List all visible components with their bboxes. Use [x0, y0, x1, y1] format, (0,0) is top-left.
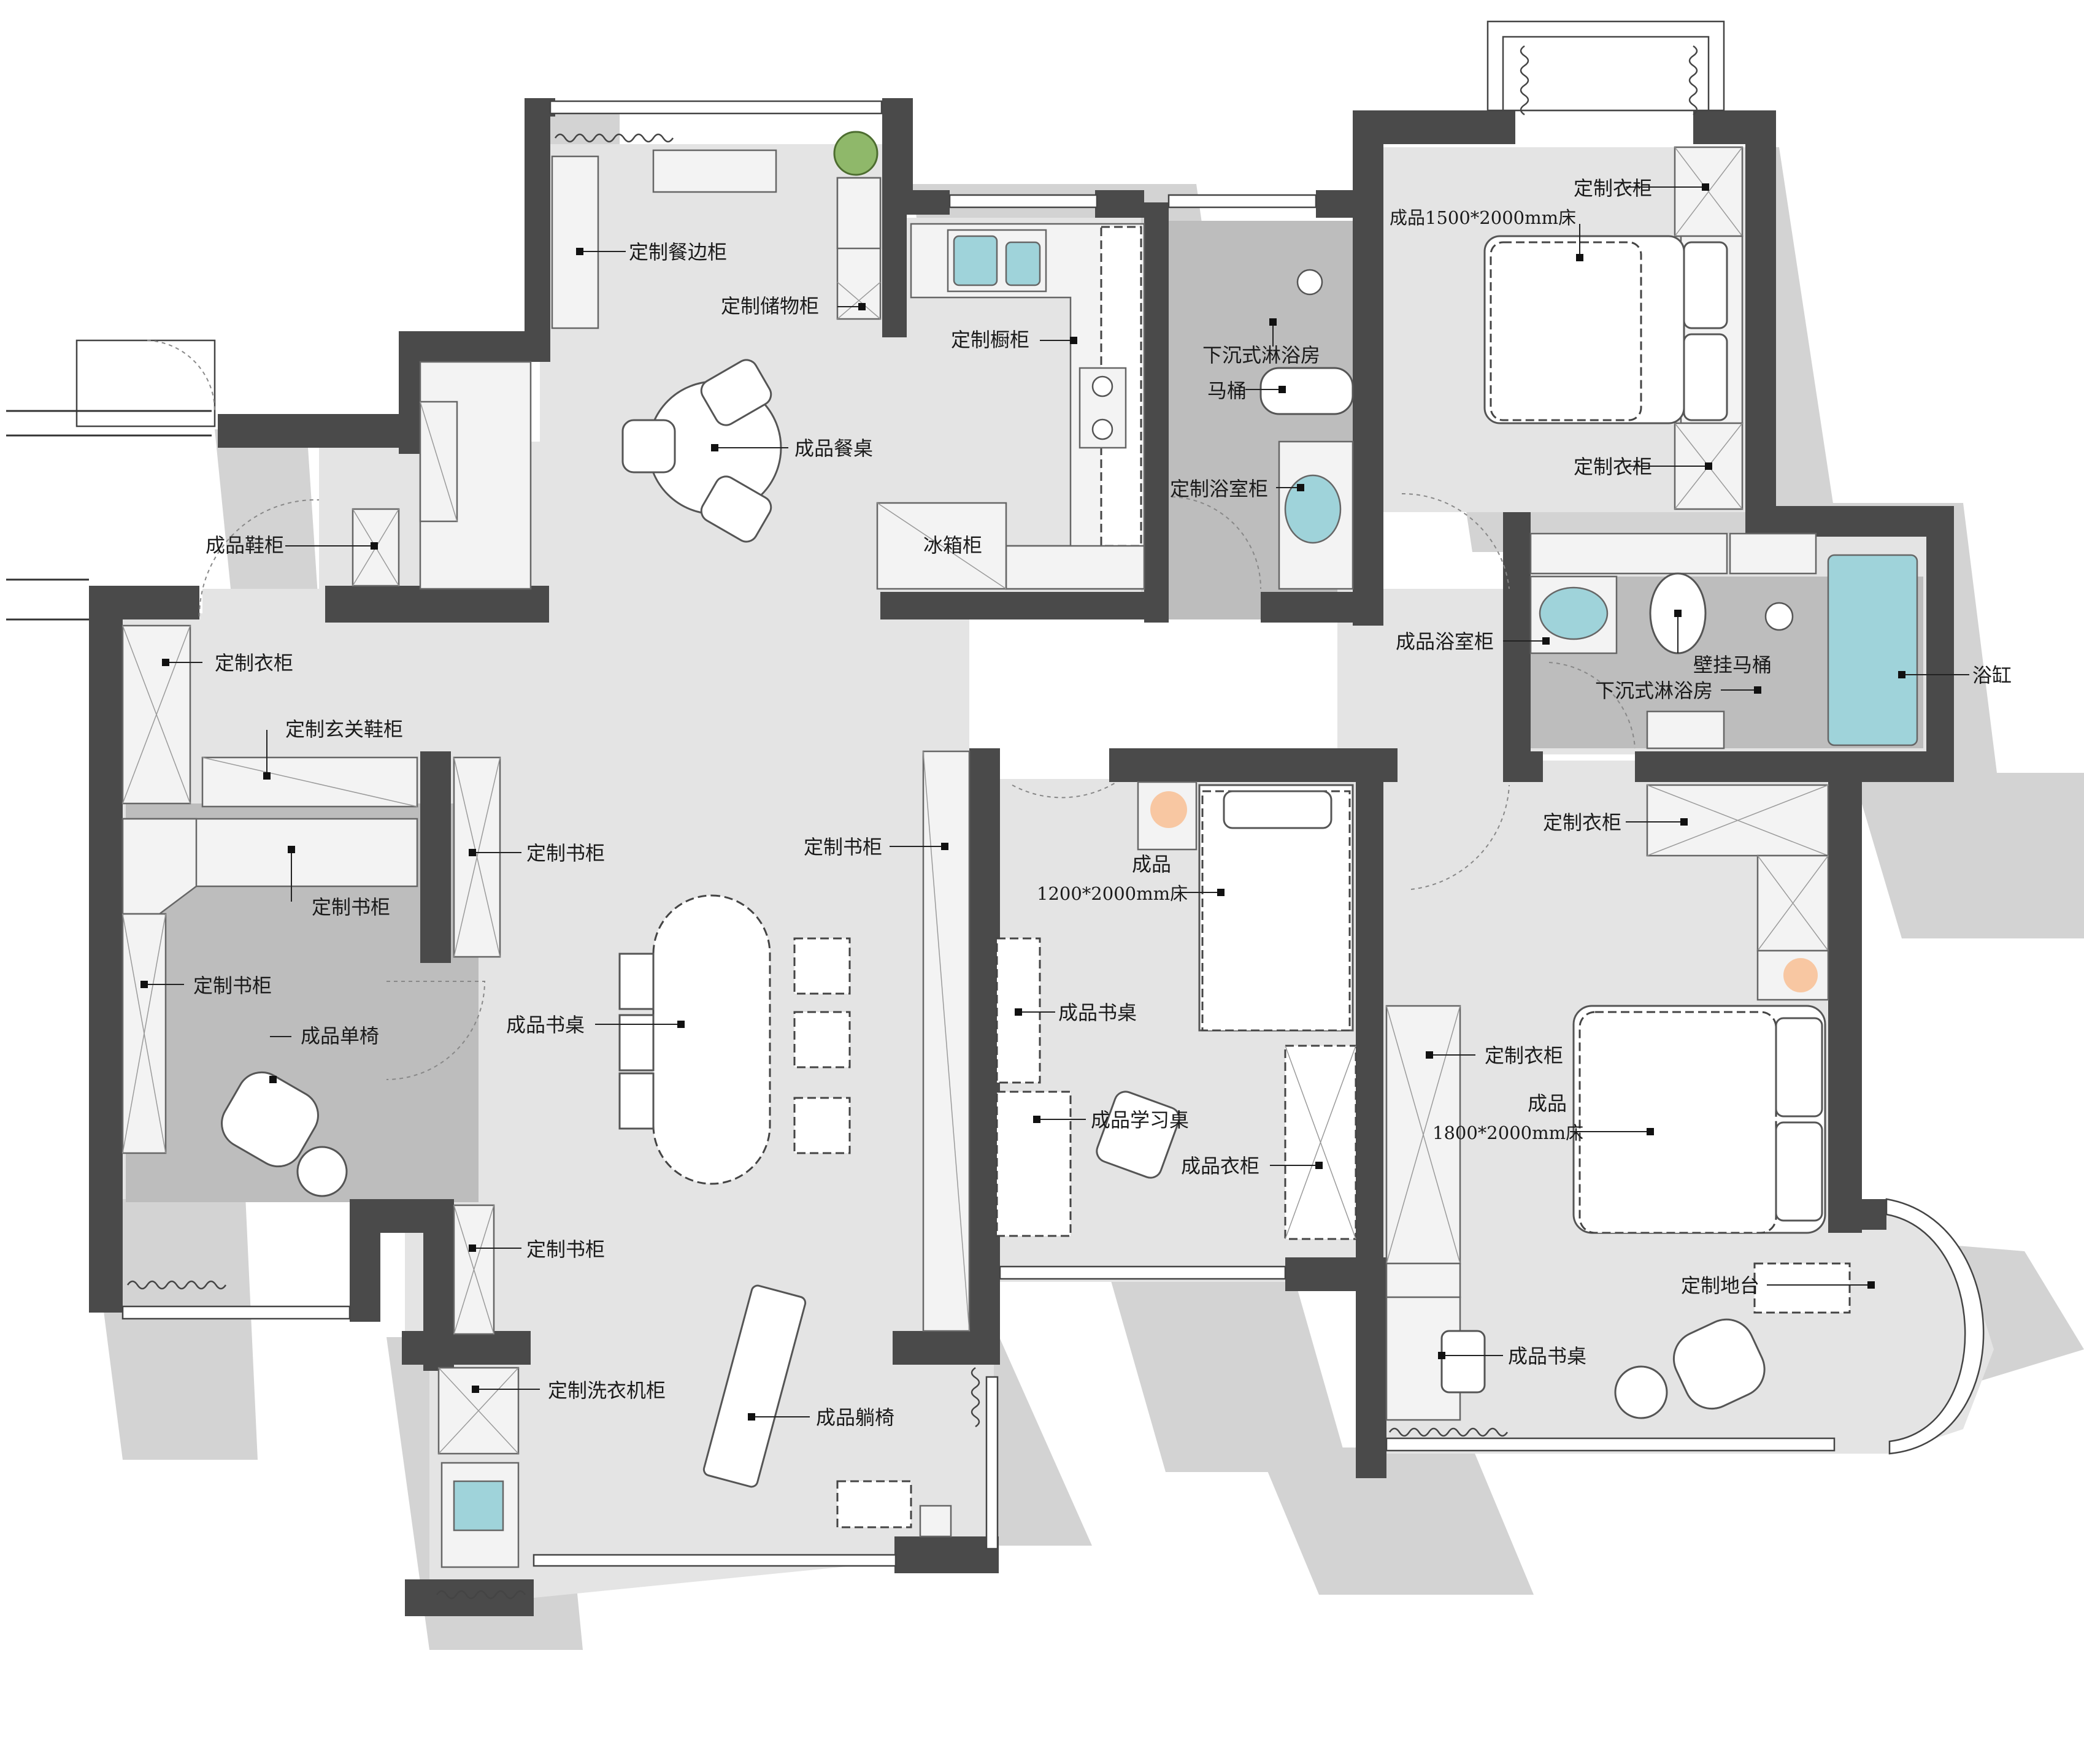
label-sunken-shower-1: 下沉式淋浴房 [1202, 343, 1320, 367]
sink-icon [1284, 474, 1342, 544]
light-fixture-icon [1783, 958, 1818, 992]
doors [6, 339, 1636, 1080]
shower-head-icon [1296, 269, 1323, 296]
lounge-chair-icon [702, 1284, 807, 1488]
desk-long-icon [652, 894, 771, 1185]
label-sideboard: 定制餐边柜 [629, 240, 727, 264]
curtain-icon [1388, 1427, 1509, 1437]
curtain-icon [971, 1367, 980, 1428]
label-bookcase-study-top: 定制书柜 [312, 895, 390, 919]
label-entry-shoe-cabinet: 定制玄关鞋柜 [285, 718, 403, 741]
label-storage: 定制储物柜 [721, 294, 819, 318]
label-desk-kid: 成品书桌 [1058, 1001, 1137, 1024]
toilet-icon [1259, 367, 1354, 415]
door-swing-icon [386, 981, 486, 1080]
label-shoe-cabinet: 成品鞋柜 [206, 534, 284, 557]
single-chair-icon [221, 1071, 319, 1168]
door-swing-icon [1401, 493, 1510, 589]
label-fridge-cabinet: 冰箱柜 [923, 534, 982, 557]
label-bed-small-line2: 1200*2000mm床 [1037, 883, 1188, 904]
washer-drum-icon [453, 1480, 504, 1532]
labels: 定制餐边柜 定制储物柜 定制橱柜 成品餐桌 冰箱柜 成品鞋柜 定制衣柜 定制玄关… [193, 177, 2012, 1429]
light-fixture-icon [1150, 791, 1187, 828]
label-toilet-1: 马桶 [1207, 379, 1247, 402]
label-sunken-shower-2: 下沉式淋浴房 [1595, 679, 1713, 702]
label-desk-master: 成品书桌 [1508, 1344, 1586, 1368]
curtain-icon [436, 1590, 526, 1600]
label-bath-cabinet-1: 定制浴室柜 [1170, 477, 1268, 500]
label-bookcase-study-left: 定制书柜 [193, 974, 272, 997]
cabinets [121, 146, 1829, 1568]
label-study-desk: 成品学习桌 [1091, 1108, 1189, 1132]
label-wardrobe-master-side: 定制衣柜 [1485, 1044, 1563, 1067]
label-platform: 定制地台 [1681, 1274, 1759, 1297]
sink-icon [953, 235, 998, 286]
label-wardrobe-top-1: 定制衣柜 [1574, 177, 1652, 200]
curtain-icon [1688, 45, 1698, 116]
shower-head-icon [1764, 602, 1794, 631]
plant-icon [833, 131, 879, 176]
label-bookcase-center: 定制书柜 [526, 842, 605, 865]
curtains [126, 45, 1698, 1600]
walls [89, 98, 1954, 1616]
label-bed-master-line2: 1800*2000mm床 [1432, 1122, 1583, 1143]
label-desk-long: 成品书桌 [506, 1013, 585, 1037]
curtain-icon [1520, 45, 1529, 116]
windows [121, 20, 1985, 1567]
label-bookcase-bottom: 定制书柜 [526, 1238, 605, 1261]
label-washer-cabinet: 定制洗衣机柜 [548, 1379, 666, 1402]
door-swing-icon [147, 340, 216, 412]
label-wall-toilet: 壁挂马桶 [1693, 653, 1772, 677]
door-swing-icon [1548, 662, 1636, 749]
label-dining-table: 成品餐桌 [794, 437, 873, 460]
label-wardrobe-top-2: 定制衣柜 [1574, 455, 1652, 478]
label-kitchen-cabinet: 定制橱柜 [951, 328, 1029, 351]
label-bed-small-line1: 成品 [1132, 853, 1171, 876]
label-bookcase-right: 定制书柜 [804, 835, 882, 859]
label-wardrobe-entry: 定制衣柜 [215, 651, 293, 675]
bathtub-icon [1827, 554, 1918, 746]
label-wardrobe-master-top: 定制衣柜 [1543, 811, 1621, 834]
label-bed-master-line1: 成品 [1528, 1092, 1567, 1115]
label-bed-1500: 成品1500*2000mm床 [1390, 207, 1576, 228]
curtain-icon [554, 133, 674, 143]
label-bath-cabinet-2: 成品浴室柜 [1396, 630, 1494, 653]
door-swing-icon [1012, 781, 1117, 799]
label-finished-wardrobe: 成品衣柜 [1181, 1154, 1259, 1178]
curtain-icon [126, 1280, 227, 1290]
leaders [140, 183, 1969, 1421]
sink-icon [1005, 241, 1041, 286]
label-bathtub: 浴缸 [1972, 664, 2012, 687]
label-lounge-chair: 成品躺椅 [816, 1406, 894, 1429]
door-swing-icon [1410, 784, 1510, 890]
furniture [221, 131, 1918, 1538]
sink-icon [1539, 586, 1609, 640]
label-chair-single: 成品单椅 [301, 1024, 379, 1048]
